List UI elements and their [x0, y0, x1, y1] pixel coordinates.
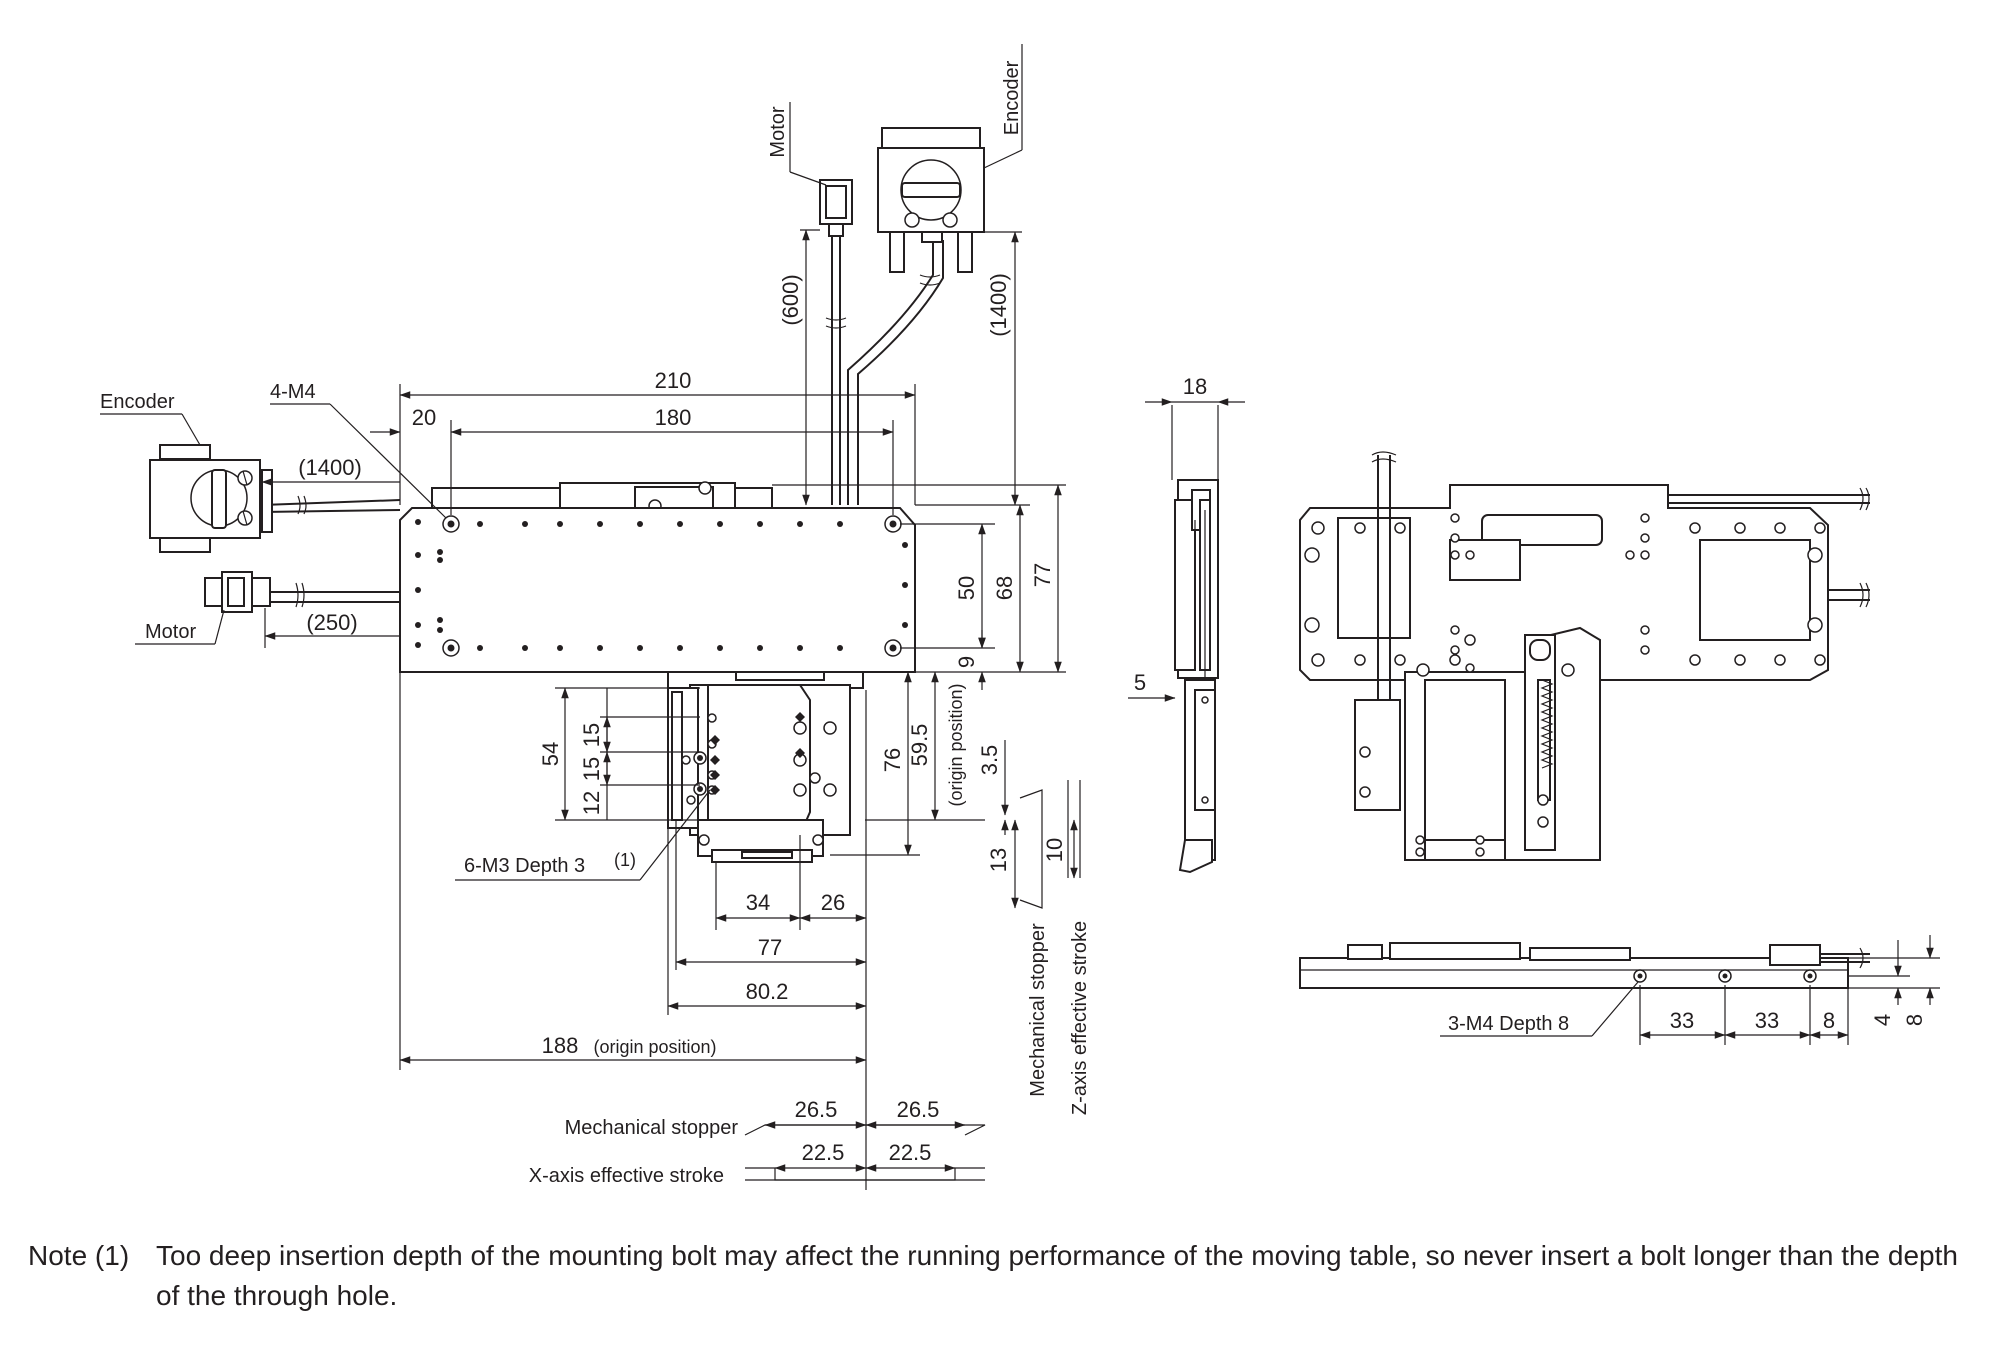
label-origin-position-v: (origin position)	[946, 683, 966, 806]
label-mechanical-stopper-v: Mechanical stopper	[1027, 923, 1049, 1097]
motor-connector-top	[819, 179, 853, 237]
dim-33-b: 33	[1755, 1008, 1779, 1033]
label-origin-position-h: (origin position)	[593, 1037, 716, 1057]
dim-80-2: 80.2	[746, 979, 789, 1004]
label-3-m4-depth-8: 3-M4 Depth 8	[1448, 1013, 1569, 1035]
dim-34: 34	[746, 890, 770, 915]
label-4-m4: 4-M4	[270, 381, 316, 403]
dim-18: 18	[1183, 374, 1207, 399]
dim-22-5-a: 22.5	[802, 1140, 845, 1165]
note-prefix: Note (1)	[28, 1240, 130, 1271]
dim-22-5-b: 22.5	[889, 1140, 932, 1165]
dim-1400-left: (1400)	[298, 455, 362, 480]
dim-68: 68	[992, 576, 1017, 600]
dim-3-5: 3.5	[977, 745, 1002, 776]
plate-holes	[415, 519, 908, 651]
dim-8-a: 8	[1823, 1008, 1835, 1033]
encoder-connector-top	[877, 127, 985, 273]
label-x-axis-effective-stroke: X-axis effective stroke	[529, 1165, 724, 1187]
dim-8-b: 8	[1902, 1014, 1927, 1026]
plan-view: 210 180 20 (600) (1400) 50 68 77 9	[100, 44, 1091, 1190]
dim-250: (250)	[306, 610, 357, 635]
dim-180: 180	[655, 405, 692, 430]
label-6-m3-depth-3: 6-M3 Depth 3	[464, 855, 585, 877]
dim-77-vertical: 77	[1030, 563, 1055, 587]
dim-15-a: 15	[579, 723, 604, 747]
dim-5: 5	[1134, 670, 1146, 695]
dim-9: 9	[954, 656, 979, 668]
dim-59-5: 59.5	[907, 724, 932, 767]
motor-connector-left	[204, 571, 271, 613]
dim-13: 13	[986, 848, 1011, 872]
moving-table	[667, 671, 864, 863]
dim-600: (600)	[778, 274, 803, 325]
dim-1400-cable: (1400)	[986, 273, 1011, 337]
note-text: Too deep insertion depth of the mounting…	[156, 1240, 1958, 1311]
footnote: Note (1) Too deep insertion depth of the…	[28, 1236, 1988, 1316]
label-6-m3-superscript: (1)	[614, 850, 636, 870]
right-view-holes	[1304, 513, 1826, 857]
dim-188: 188	[542, 1033, 579, 1058]
dim-26: 26	[821, 890, 845, 915]
bottom-right-view: 33 33 8 4 8 3-M4 Depth 8	[1299, 935, 1940, 1045]
dim-50: 50	[954, 576, 979, 600]
dim-54: 54	[538, 742, 563, 766]
dim-4: 4	[1870, 1014, 1895, 1026]
side-view: 18 5	[1128, 374, 1245, 874]
label-encoder-left: Encoder	[100, 391, 175, 413]
dim-26-5-a: 26.5	[795, 1097, 838, 1122]
encoder-connector-left	[149, 444, 273, 553]
dimension-drawing: 210 180 20 (600) (1400) 50 68 77 9	[100, 44, 1940, 1190]
dim-77-horizontal: 77	[758, 935, 782, 960]
dim-210: 210	[655, 368, 692, 393]
dim-10: 10	[1042, 838, 1067, 862]
dim-26-5-b: 26.5	[897, 1097, 940, 1122]
dim-76: 76	[880, 748, 905, 772]
dim-33-a: 33	[1670, 1008, 1694, 1033]
dim-20: 20	[412, 405, 436, 430]
dim-12: 12	[579, 791, 604, 815]
label-motor-top: Motor	[767, 106, 789, 157]
right-plan-view	[1299, 451, 1870, 861]
m4-holes	[442, 515, 902, 657]
label-mechanical-stopper-h: Mechanical stopper	[565, 1117, 739, 1139]
dim-15-b: 15	[579, 757, 604, 781]
label-motor-left: Motor	[145, 621, 196, 643]
label-z-axis-effective-stroke: Z-axis effective stroke	[1069, 921, 1091, 1115]
label-encoder-top: Encoder	[1001, 60, 1023, 135]
